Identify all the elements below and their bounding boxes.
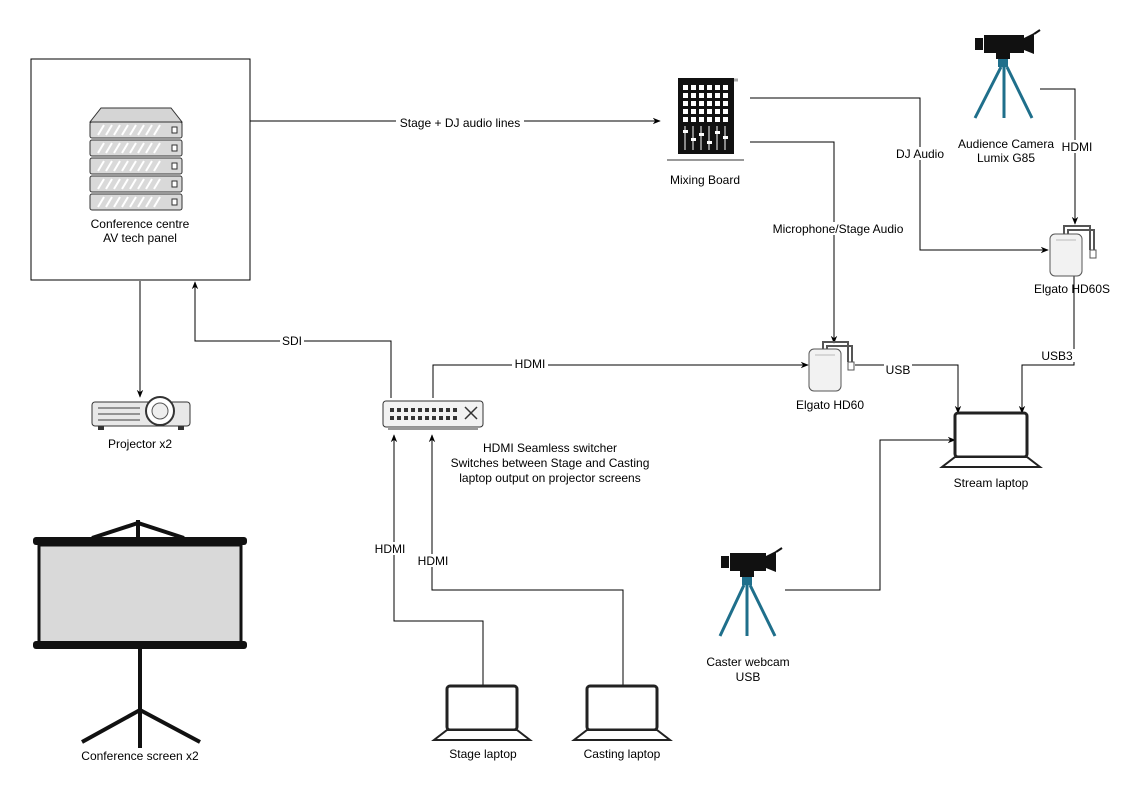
elgato-hd60-label: Elgato HD60	[796, 398, 864, 412]
switcher-label-line2: Switches between Stage and Casting	[451, 456, 650, 470]
projection-screen-icon	[33, 520, 247, 748]
stage-laptop-label: Stage laptop	[449, 747, 517, 761]
edge-label-casting-hdmi: HDMI	[418, 554, 449, 568]
node-projector: Projector x2	[91, 396, 191, 451]
caster-webcam-label-line1: Caster webcam	[706, 655, 789, 669]
switcher-icon	[382, 400, 484, 430]
server-rack-icon	[88, 107, 184, 211]
edge-label-sdi: SDI	[282, 334, 302, 348]
node-mixing-board: Mixing Board	[667, 78, 744, 187]
edge-label-usb3: USB3	[1041, 349, 1073, 363]
node-elgato-hd60s: Elgato HD60S	[1034, 225, 1110, 296]
av-panel-label-line2: AV tech panel	[103, 231, 177, 245]
edge-stage-laptop-hdmi	[390, 434, 484, 685]
edge-label-dj-audio: DJ Audio	[896, 147, 944, 161]
laptop-icon	[571, 684, 673, 741]
edge-label-stage-dj-audio: Stage + DJ audio lines	[400, 116, 520, 130]
av-panel-label-line1: Conference centre	[91, 217, 190, 231]
node-conference-screen: Conference screen x2	[33, 520, 247, 763]
edge-hd60s-usb3	[1018, 276, 1075, 414]
node-stream-laptop: Stream laptop	[939, 411, 1043, 490]
elgato-hd60s-label: Elgato HD60S	[1034, 282, 1110, 296]
mixing-board-icon	[667, 78, 744, 161]
edge-mixer-dj-audio	[750, 97, 1049, 254]
audience-camera-label-line1: Audience Camera	[958, 137, 1054, 151]
edge-webcam-to-laptop	[785, 436, 956, 591]
capture-card-icon	[808, 341, 855, 392]
edge-label-camera-hdmi: HDMI	[1062, 140, 1093, 154]
edge-camera-to-hd60s	[1040, 88, 1079, 225]
edge-casting-laptop-hdmi	[428, 434, 624, 685]
edge-mixer-mic-audio	[750, 141, 838, 344]
switcher-label-line3: laptop output on projector screens	[459, 471, 640, 485]
projector-label: Projector x2	[108, 437, 172, 451]
switcher-label-line1: HDMI Seamless switcher	[483, 441, 617, 455]
casting-laptop-label: Casting laptop	[584, 747, 661, 761]
node-audience-camera: Audience Camera Lumix G85	[958, 29, 1054, 165]
node-caster-webcam: Caster webcam USB	[706, 547, 790, 684]
node-av-panel: Conference centre AV tech panel	[30, 58, 251, 281]
caster-webcam-label-line2: USB	[736, 670, 761, 684]
conference-screen-label: Conference screen x2	[81, 749, 199, 763]
node-casting-laptop: Casting laptop	[571, 684, 673, 761]
edge-switcher-to-hd60	[432, 361, 809, 398]
edge-labels: Stage + DJ audio lines DJ Audio HDMI Mic…	[280, 116, 1094, 568]
edge-label-switcher-hdmi: HDMI	[515, 357, 546, 371]
node-hdmi-switcher: HDMI Seamless switcher Switches between …	[382, 400, 650, 485]
audience-camera-label-line2: Lumix G85	[977, 151, 1035, 165]
node-elgato-hd60: Elgato HD60	[796, 341, 864, 412]
camera-tripod-icon	[973, 29, 1041, 119]
laptop-icon	[939, 411, 1043, 468]
camera-tripod-icon	[718, 547, 783, 637]
node-stage-laptop: Stage laptop	[431, 684, 533, 761]
projector-icon	[91, 396, 191, 430]
laptop-icon	[431, 684, 533, 741]
edge-label-usb: USB	[886, 363, 911, 377]
edges	[136, 88, 1079, 685]
stream-laptop-label: Stream laptop	[954, 476, 1029, 490]
mixing-board-label: Mixing Board	[670, 173, 740, 187]
edge-label-mic-stage-audio: Microphone/Stage Audio	[773, 222, 904, 236]
capture-card-icon	[1049, 225, 1097, 277]
edge-label-stage-hdmi: HDMI	[375, 542, 406, 556]
